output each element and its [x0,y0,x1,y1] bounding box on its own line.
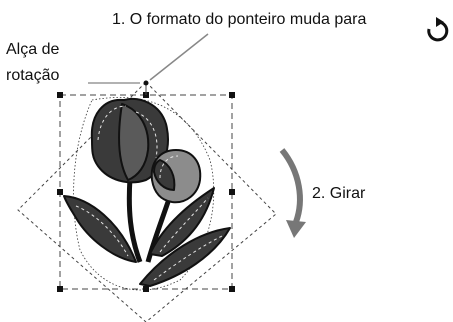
handle-top-right[interactable] [229,92,235,98]
handle-bottom-center[interactable] [143,286,149,292]
leaf-right [139,227,231,287]
step-1-callout: 1. O formato do ponteiro muda para [112,11,367,28]
handle-bottom-right[interactable] [229,286,235,292]
handle-middle-right[interactable] [229,189,235,195]
leaf-middle [149,187,215,257]
handle-top-left[interactable] [57,92,63,98]
rotation-handle[interactable] [143,80,149,86]
tulip-large-petal [118,103,150,181]
rotation-handle-label-line2: rotação [6,67,60,84]
pointer-leader-line [149,33,209,81]
tulip-small-petal [153,159,176,191]
step-2-callout: 2. Girar [312,185,366,202]
stitch-lines [75,105,223,281]
stem-right [145,195,173,263]
rotate-pointer-icon [427,17,449,42]
rotated-frame [17,81,277,322]
rotate-arrow-icon [279,148,306,238]
handle-bottom-left[interactable] [57,286,63,292]
rotation-handle-label-line1: Alça de [6,41,60,58]
leaf-left [63,195,137,263]
handle-middle-left[interactable] [57,189,63,195]
tulip-design [63,98,231,287]
stem-left [126,177,143,263]
